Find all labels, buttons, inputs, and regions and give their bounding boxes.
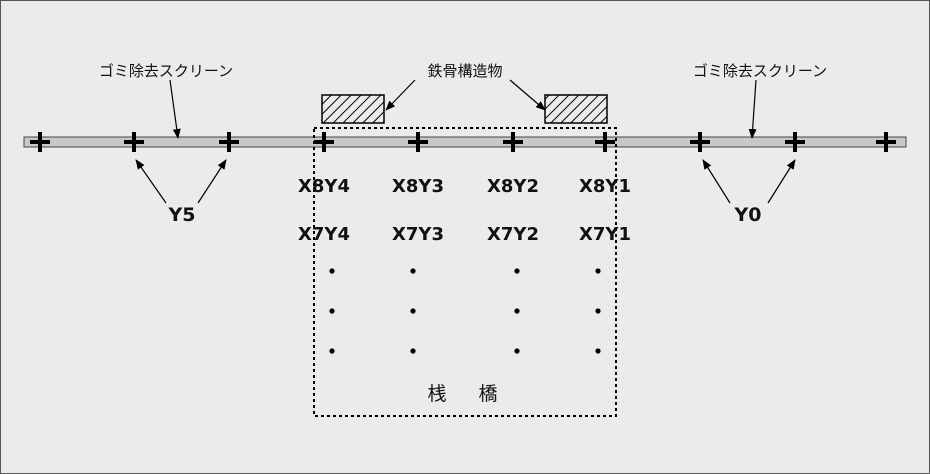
ellipsis-dot — [595, 348, 601, 354]
grid-label: X8Y2 — [487, 176, 539, 197]
post-cross-icon — [408, 132, 428, 152]
y5-arrow-left — [135, 159, 167, 204]
post-cross-icon — [595, 132, 615, 152]
grid-label: X7Y2 — [487, 224, 539, 245]
post-cross-icon — [219, 132, 239, 152]
screen-right-leader — [748, 79, 757, 139]
post-cross-icon — [503, 132, 523, 152]
post-markers — [30, 132, 896, 152]
ellipsis-dot — [329, 308, 335, 314]
ellipsis-dot — [514, 348, 520, 354]
continuation-dots — [329, 268, 601, 354]
y0-arrow-right — [767, 159, 796, 204]
y0-label: Y0 — [734, 204, 762, 226]
ellipsis-dot — [410, 308, 416, 314]
steel-block-right — [544, 94, 608, 124]
grid-label: X7Y1 — [579, 224, 631, 245]
grid-label: X7Y4 — [298, 224, 350, 245]
grid-label: X8Y1 — [579, 176, 631, 197]
screen-label-left: ゴミ除去スクリーン — [99, 62, 233, 80]
ellipsis-dot — [410, 268, 416, 274]
ellipsis-dot — [514, 268, 520, 274]
steel-block-left — [321, 94, 385, 124]
ellipsis-dot — [514, 308, 520, 314]
grid-label: X7Y3 — [392, 224, 444, 245]
post-cross-icon — [690, 132, 710, 152]
leader-lines — [135, 79, 796, 204]
ellipsis-dot — [329, 348, 335, 354]
ellipsis-dot — [595, 268, 601, 274]
steel-leader-right — [509, 79, 546, 111]
ellipsis-dot — [595, 308, 601, 314]
y0-arrow-left — [702, 159, 731, 204]
post-cross-icon — [124, 132, 144, 152]
ellipsis-dot — [329, 268, 335, 274]
y5-label: Y5 — [168, 204, 196, 226]
screen-label-right: ゴミ除去スクリーン — [693, 62, 827, 80]
pier-label-char1: 桟 — [427, 383, 446, 405]
steel-structure-label: 鉄骨構造物 — [427, 62, 502, 80]
post-cross-icon — [30, 132, 50, 152]
grid-label: X8Y3 — [392, 176, 444, 197]
grid-label: X8Y4 — [298, 176, 350, 197]
steel-leader-left — [385, 79, 416, 111]
y5-arrow-right — [197, 159, 227, 204]
post-cross-icon — [785, 132, 805, 152]
ellipsis-dot — [410, 348, 416, 354]
screen-bar — [23, 136, 907, 148]
pier-outline — [313, 127, 617, 417]
pier-label-char2: 橋 — [478, 383, 497, 405]
post-cross-icon — [876, 132, 896, 152]
screen-left-leader — [169, 79, 181, 139]
post-cross-icon — [314, 132, 334, 152]
